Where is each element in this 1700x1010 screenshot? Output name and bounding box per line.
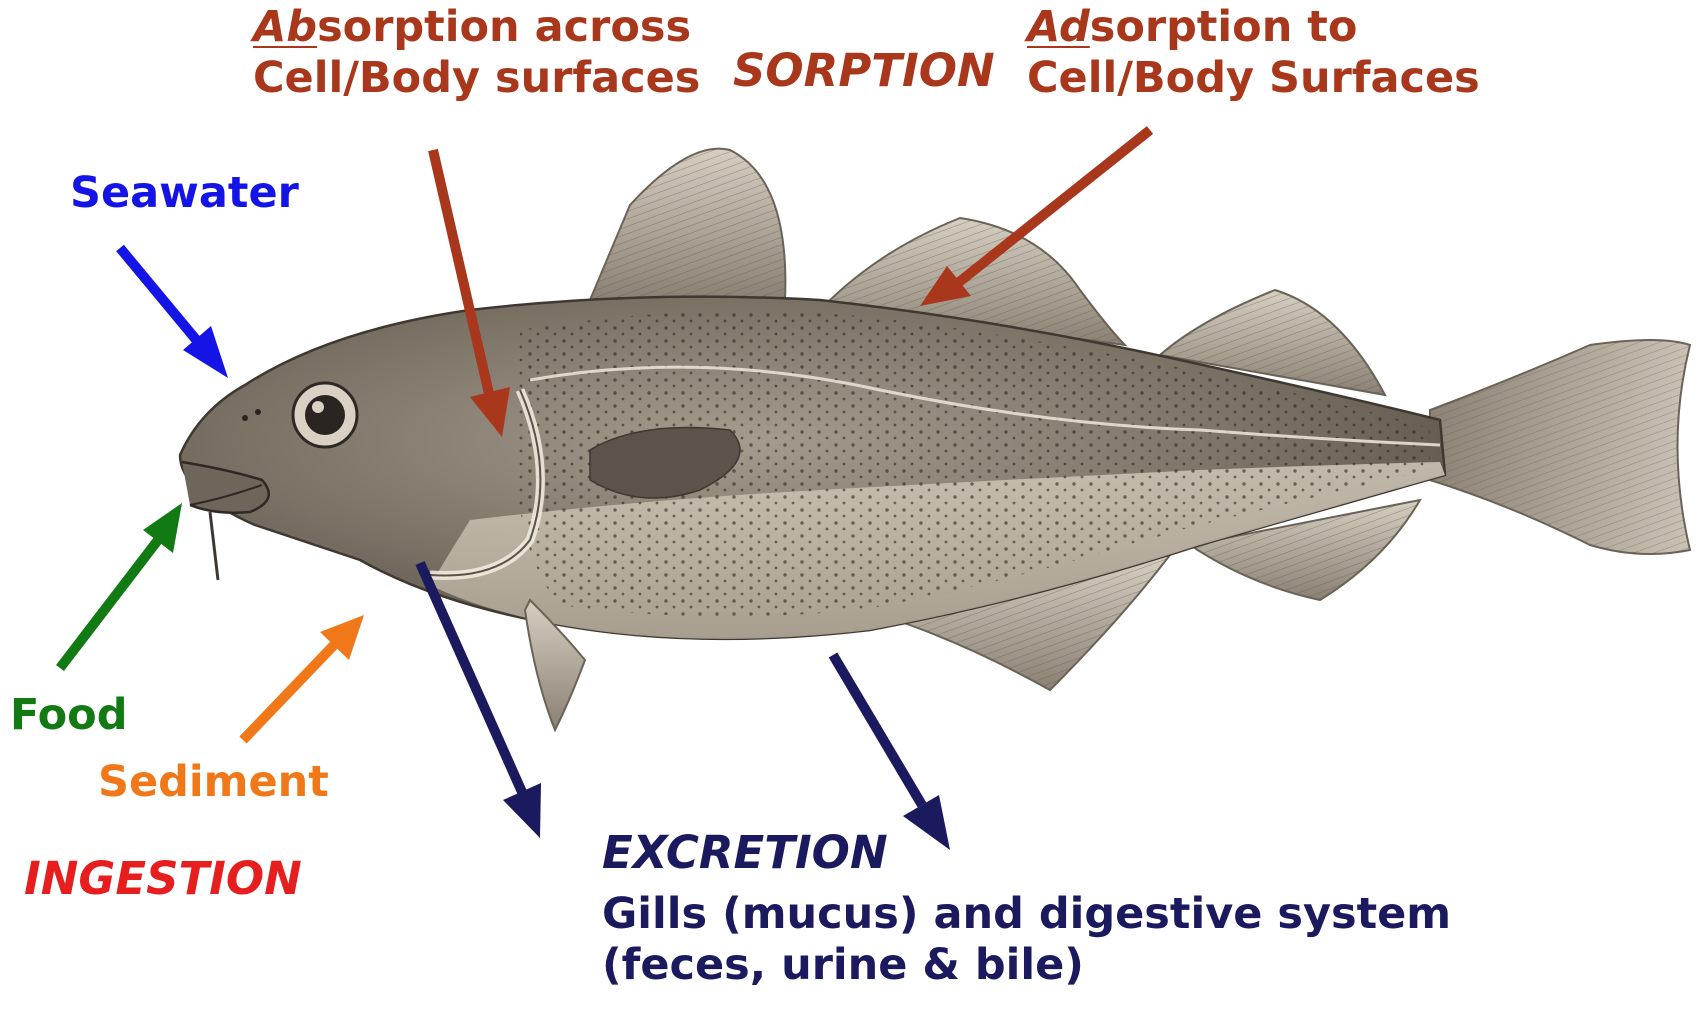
adsorption-prefix: Ad [1027,2,1090,52]
absorption-line2: Cell/Body surfaces [253,53,700,104]
cod-fish-illustration [180,149,1690,730]
excretion-line1: Gills (mucus) and digestive system [602,889,1451,940]
food-label: Food [10,690,128,741]
sediment-arrow [243,615,364,740]
sediment-label: Sediment [98,757,329,808]
excretion-line2: (feces, urine & bile) [602,940,1451,991]
absorption-label: Absorption across Cell/Body surfaces [253,2,700,103]
adsorption-rest: sorption to [1090,2,1358,52]
chin-barbel [210,512,218,580]
excretion-description: Gills (mucus) and digestive system (fece… [602,889,1451,990]
seawater-arrow [120,248,228,378]
seawater-label: Seawater [70,168,299,219]
sorption-heading: SORPTION [733,44,995,97]
ingestion-heading: INGESTION [24,852,302,905]
adsorption-line2: Cell/Body Surfaces [1027,53,1480,104]
absorption-rest: sorption across [317,2,691,52]
adsorption-label: Adsorption to Cell/Body Surfaces [1027,2,1480,103]
excretion-digestive-arrow [833,655,950,850]
excretion-heading: EXCRETION [602,826,888,879]
food-arrow [60,503,182,668]
absorption-prefix: Ab [253,2,317,52]
